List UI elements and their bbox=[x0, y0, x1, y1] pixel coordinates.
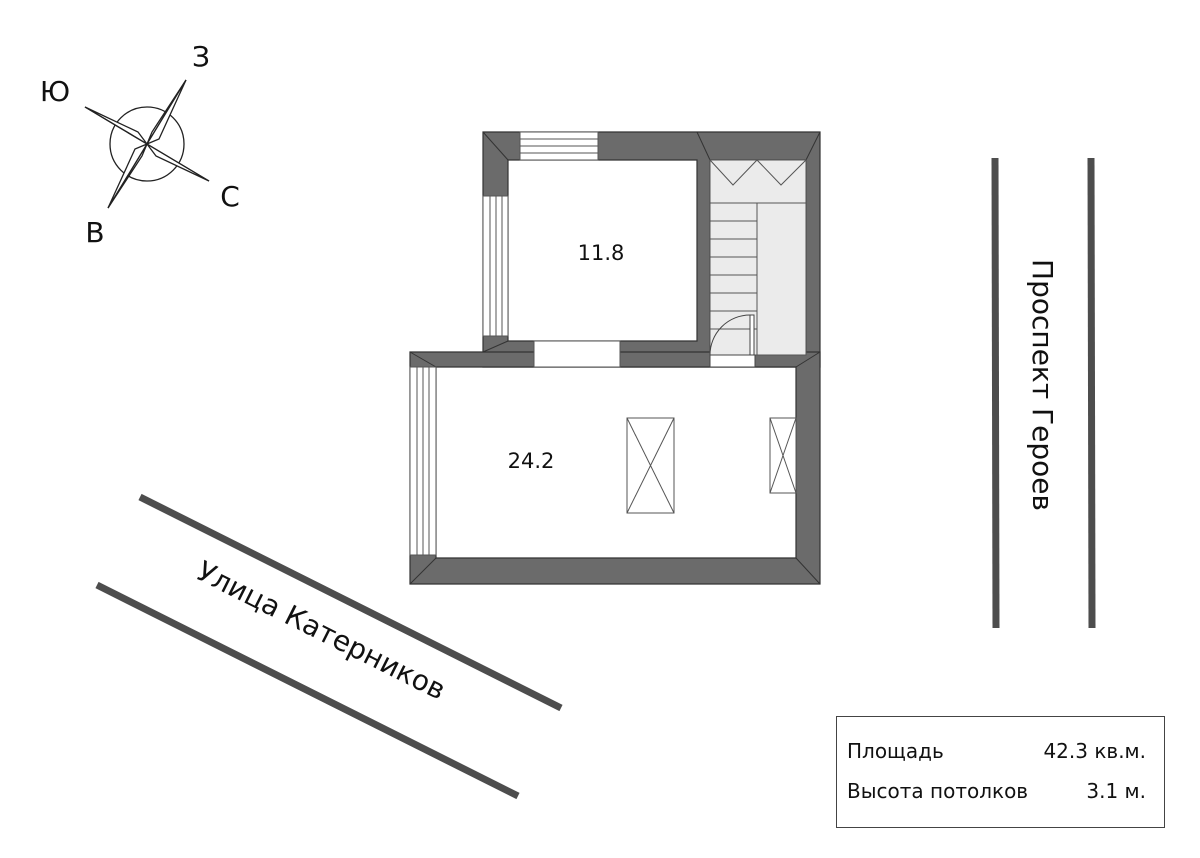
building bbox=[409, 131, 821, 585]
area-value: 42.3 кв.м. bbox=[1043, 739, 1146, 763]
ceiling-height-row: Высота потолков 3.1 м. bbox=[847, 779, 1146, 809]
compass-rose-icon bbox=[84, 79, 210, 209]
staircase bbox=[709, 159, 807, 356]
ventilation-shaft-1 bbox=[626, 417, 675, 514]
ceiling-height-value: 3.1 м. bbox=[1086, 779, 1146, 803]
window-lower-left bbox=[409, 366, 437, 556]
compass-west-label: Ю bbox=[40, 75, 70, 108]
room-area-upper: 11.8 bbox=[578, 241, 625, 265]
lower-room-walls bbox=[409, 351, 821, 585]
window-upper-left bbox=[482, 195, 509, 337]
street-bottom bbox=[95, 493, 563, 800]
area-label: Площадь bbox=[847, 739, 944, 763]
window-upper-top bbox=[519, 131, 599, 161]
street-right bbox=[991, 157, 1096, 629]
street-label-right: Проспект Героев bbox=[1026, 259, 1059, 511]
compass-north-label: З bbox=[192, 40, 210, 73]
info-box: Площадь 42.3 кв.м. Высота потолков 3.1 м… bbox=[836, 716, 1165, 828]
ventilation-shaft-2 bbox=[769, 417, 797, 494]
ceiling-height-label: Высота потолков bbox=[847, 779, 1029, 803]
room-area-lower: 24.2 bbox=[508, 449, 555, 473]
compass-east-label: С bbox=[220, 180, 240, 213]
stair-door bbox=[709, 314, 756, 368]
area-row: Площадь 42.3 кв.м. bbox=[847, 739, 1146, 769]
compass-south-label: В bbox=[85, 216, 104, 249]
opening-between-rooms bbox=[533, 340, 621, 368]
